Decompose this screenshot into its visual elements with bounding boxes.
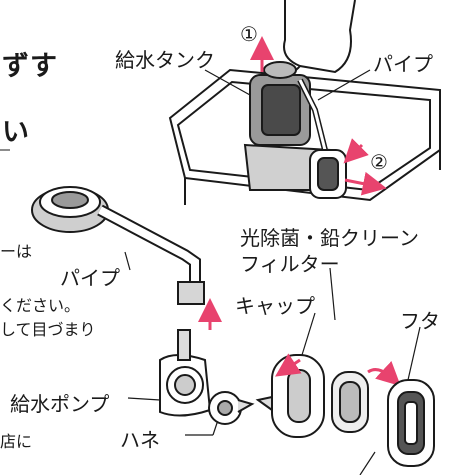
pump-drawing [159,329,212,417]
impeller-drawing [208,391,255,425]
pipe-assembly-drawing [31,186,205,305]
label-step-1: ① [240,22,258,46]
body-text-line-4: 店に [0,432,33,451]
label-lid: フタ [400,309,440,333]
label-water-tank: 給水タンク [115,48,215,72]
heading-line-2: い [2,117,30,148]
label-filter-line-1: 光除菌・鉛クリーン [240,226,419,250]
label-filter-line-2: フィルター [240,252,340,276]
body-text-line-3: して目づまり [0,320,96,339]
water-tank-drawing [168,68,441,205]
label-pipe-top: パイプ [373,52,433,76]
hand-drawing [263,0,356,79]
filter-element-drawing [331,371,369,433]
label-pipe-left: パイプ [60,266,120,290]
body-text-line-2: ください。 [0,296,81,315]
label-impeller: ハネ [120,428,160,452]
lid-drawing [387,379,435,467]
label-pump: 給水ポンプ [10,392,110,416]
label-step-2: ② [370,150,388,174]
label-cap: キャップ [235,294,315,318]
body-text-line-1: ーは [0,242,33,261]
heading-line-1: ずす [2,51,58,82]
tank-filter-drawing [309,149,347,199]
